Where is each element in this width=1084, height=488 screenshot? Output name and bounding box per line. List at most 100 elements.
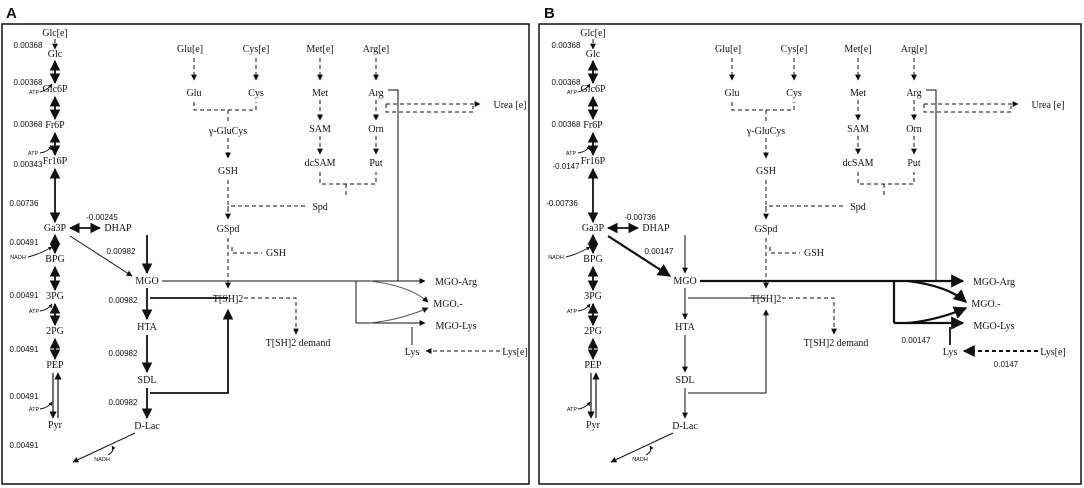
flux-glc: 0.00368 — [552, 78, 581, 87]
metabolite-glu: Glu — [187, 88, 202, 99]
cofactor-atp-1: ATP — [29, 90, 40, 96]
metabolite-tsh2: T[SH]2 — [213, 294, 244, 305]
atp-hook — [577, 401, 591, 410]
arg-to-glycation-link — [926, 89, 937, 281]
arg-to-glycation-link — [388, 89, 399, 281]
panel-label-b: B — [544, 5, 555, 22]
metabolite-pyr: Pyr — [586, 420, 601, 431]
metabolite-glucys: γ-GluCys — [746, 126, 785, 137]
urea-branch-a — [385, 104, 474, 113]
nadh-hook — [27, 246, 53, 258]
metabolite-ga3p: Ga3P — [44, 223, 67, 234]
flux-fr16p: -0.00736 — [546, 199, 578, 208]
metabolite-pg2: 2PG — [46, 326, 64, 337]
panel-b-frame — [538, 23, 1082, 485]
metabolite-tsh2: T[SH]2 — [751, 294, 782, 305]
metabolite-met: Met — [312, 88, 328, 99]
metabolite-gsh: GSH — [756, 166, 776, 177]
metabolite-put: Put — [907, 158, 921, 169]
cofactor-nadh-2: NADH — [632, 457, 648, 463]
flux-pg3: 0.00491 — [10, 345, 39, 354]
panel-b: Glc[e]GlcGlc6PFr6PFr16PGa3PBPG3PG2PGPEPP… — [546, 28, 1066, 463]
glu-cys-join — [731, 102, 795, 111]
metabolite-spd: Spd — [312, 202, 328, 213]
nadh-hook — [565, 246, 591, 258]
metabolite-met-e: Met[e] — [844, 44, 871, 55]
flux-lys: 0.0147 — [994, 360, 1019, 369]
flux-dhap-mgo: 0.00147 — [645, 247, 674, 256]
flux-glc_e: 0.00368 — [14, 41, 43, 50]
flux-fr6p: 0.00343 — [14, 160, 43, 169]
metabolite-orn: Orn — [906, 124, 922, 135]
dcsam-put-join — [319, 172, 377, 185]
flux-pg2: 0.00491 — [10, 392, 39, 401]
cofactor-atp-3: ATP — [29, 309, 40, 315]
metabolite-glc6p: Glc6P — [581, 84, 606, 95]
gsh-release — [231, 247, 262, 254]
mgo-to-mgo-minus-curve — [907, 279, 967, 303]
sdl-tsh2-recycle — [688, 309, 769, 394]
metabolite-lys-e: Lys[e] — [502, 347, 528, 358]
panel-label-a: A — [6, 5, 17, 22]
metabolite-glc_e: Glc[e] — [42, 28, 68, 39]
flux-mgo-lys: 0.00147 — [902, 336, 931, 345]
metabolite-mgo-minus: MGO.- — [433, 299, 462, 310]
metabolite-bpg: BPG — [45, 254, 64, 265]
metabolite-glu: Glu — [725, 88, 740, 99]
metabolite-mgo: MGO — [673, 276, 696, 287]
metabolite-fr6p: Fr6P — [583, 120, 603, 131]
metabolite-dlac: D-Lac — [672, 421, 698, 432]
metabolite-orn: Orn — [368, 124, 384, 135]
metabolite-fr16p: Fr16P — [581, 156, 606, 167]
metabolite-dcsam: dcSAM — [304, 158, 335, 169]
cofactor-atp-4: ATP — [29, 407, 40, 413]
metabolite-tsh2-demand: T[SH]2 demand — [266, 338, 331, 349]
atp-hook — [39, 145, 53, 154]
metabolite-fr16p: Fr16P — [43, 156, 68, 167]
lys-to-mgo-minus-curve — [369, 307, 429, 324]
metabolite-glc: Glc — [586, 49, 601, 60]
metabolite-gsh: GSH — [218, 166, 238, 177]
cofactor-atp-4: ATP — [567, 407, 578, 413]
lys-to-mgo-minus-curve — [907, 306, 968, 325]
spd-to-gspd — [765, 205, 843, 212]
metabolite-sdl: SDL — [138, 375, 157, 386]
metabolite-ga3p: Ga3P — [582, 223, 605, 234]
mgo-to-mgo-minus-curve — [369, 280, 429, 303]
metabolite-glu-e: Glu[e] — [715, 44, 741, 55]
metabolite-mgo-arg: MGO-Arg — [973, 277, 1015, 288]
metabolite-tsh2-demand: T[SH]2 demand — [804, 338, 869, 349]
cofactor-nadh-1: NADH — [548, 255, 564, 261]
metabolite-bpg: BPG — [583, 254, 602, 265]
metabolite-lys: Lys — [943, 347, 958, 358]
dcsam-put-join — [857, 172, 915, 185]
flux-glc6p: 0.00368 — [552, 120, 581, 129]
urea-branch-a — [923, 104, 1012, 113]
metabolite-glc_e: Glc[e] — [580, 28, 606, 39]
metabolite-glu-e: Glu[e] — [177, 44, 203, 55]
metabolite-met-e: Met[e] — [306, 44, 333, 55]
metabolite-mgo-lys: MGO-Lys — [435, 321, 476, 332]
flux-dhap-mgo: 0.00982 — [107, 247, 136, 256]
metabolite-cys: Cys — [248, 88, 264, 99]
metabolite-hta: HTA — [137, 322, 158, 333]
cofactor-atp-1: ATP — [567, 90, 578, 96]
ga3p-to-mgo-arrow — [69, 235, 133, 277]
metabolite-dcsam: dcSAM — [842, 158, 873, 169]
flux-glc6p: 0.00368 — [14, 120, 43, 129]
metabolite-gsh-2: GSH — [266, 248, 286, 259]
metabolite-mgo: MGO — [135, 276, 158, 287]
tsh2-demand-arrow — [244, 297, 299, 335]
metabolite-cys-e: Cys[e] — [781, 44, 808, 55]
metabolite-arg: Arg — [906, 88, 921, 99]
dlac-to-pyr-arrow — [72, 432, 136, 463]
gsh-release — [769, 247, 800, 254]
metabolite-glucys: γ-GluCys — [208, 126, 247, 137]
metabolite-dlac: D-Lac — [134, 421, 160, 432]
sdl-tsh2-recycle — [150, 308, 234, 394]
panel-a: Glc[e]GlcGlc6PFr6PFr16PGa3PBPG3PG2PGPEPP… — [10, 28, 528, 463]
flux-sdl-dlac: 0.00982 — [109, 398, 138, 407]
metabolite-cys: Cys — [786, 88, 802, 99]
cofactor-atp-3: ATP — [567, 309, 578, 315]
